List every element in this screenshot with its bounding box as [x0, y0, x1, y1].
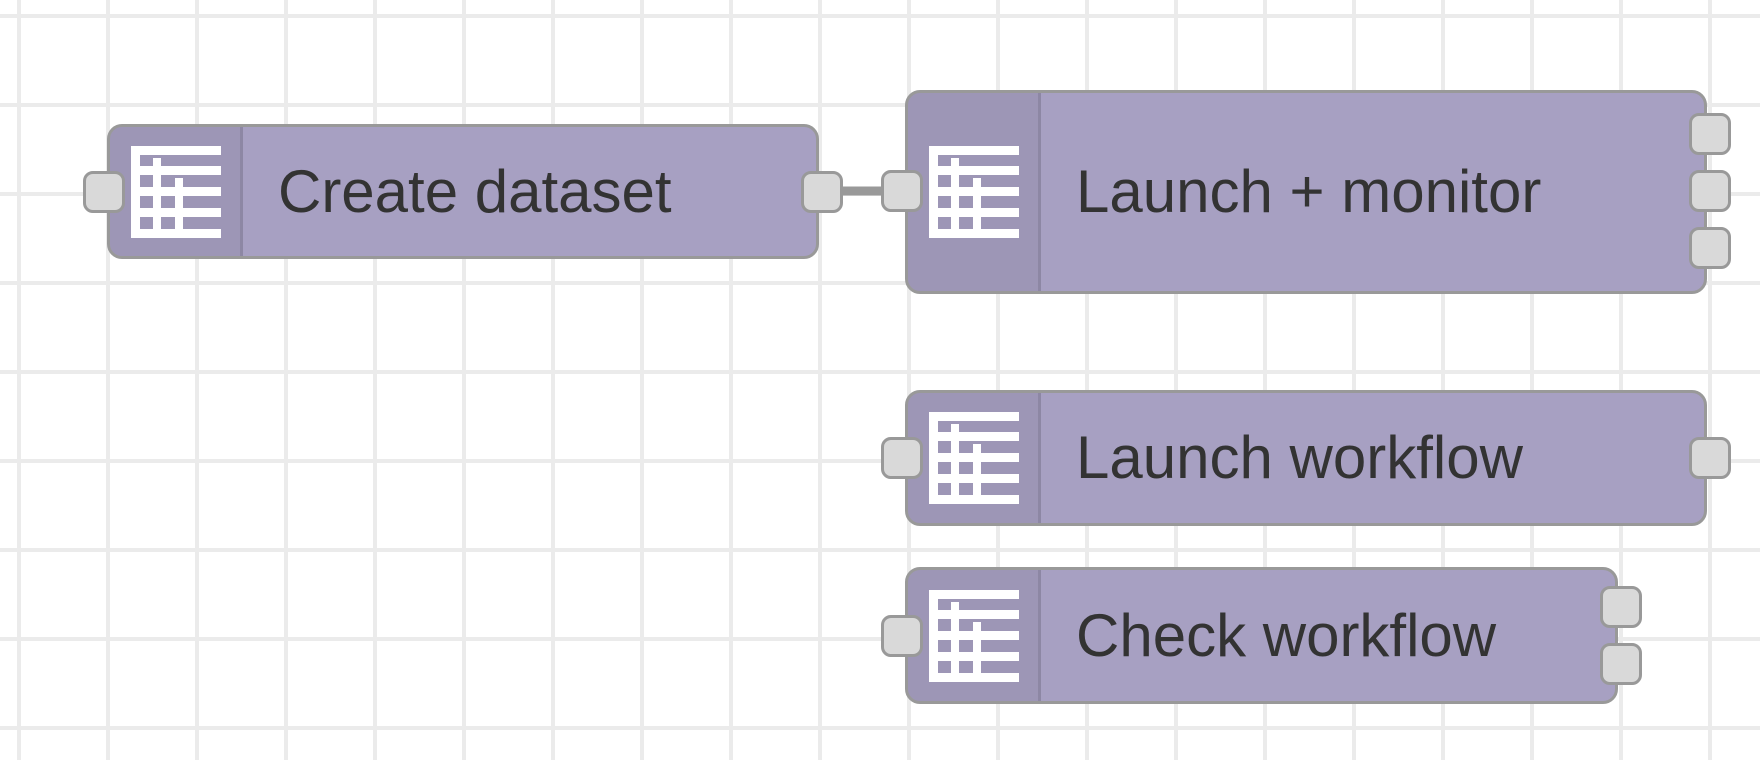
output-port-2[interactable]	[1600, 643, 1642, 685]
node-launch-workflow[interactable]: Launch workflow	[881, 390, 1731, 526]
node-label: Create dataset	[278, 157, 672, 225]
input-port[interactable]	[881, 170, 923, 212]
node-create-dataset[interactable]: Create dataset	[83, 124, 843, 259]
input-port[interactable]	[83, 171, 125, 213]
function-icon	[908, 570, 1041, 701]
output-port[interactable]	[1689, 437, 1731, 479]
function-icon	[908, 93, 1041, 291]
input-port[interactable]	[881, 615, 923, 657]
node-label: Launch + monitor	[1076, 158, 1542, 225]
output-port-3[interactable]	[1689, 227, 1731, 269]
node-launch-monitor[interactable]: Launch + monitor	[881, 90, 1731, 294]
function-icon	[908, 393, 1041, 523]
output-port-1[interactable]	[1600, 586, 1642, 628]
output-port-2[interactable]	[1689, 170, 1731, 212]
input-port[interactable]	[881, 437, 923, 479]
node-check-workflow[interactable]: Check workflow	[881, 567, 1642, 704]
node-label: Launch workflow	[1076, 424, 1523, 491]
output-port[interactable]	[801, 171, 843, 213]
function-icon	[110, 127, 243, 256]
node-label: Check workflow	[1076, 601, 1497, 669]
output-port-1[interactable]	[1689, 113, 1731, 155]
